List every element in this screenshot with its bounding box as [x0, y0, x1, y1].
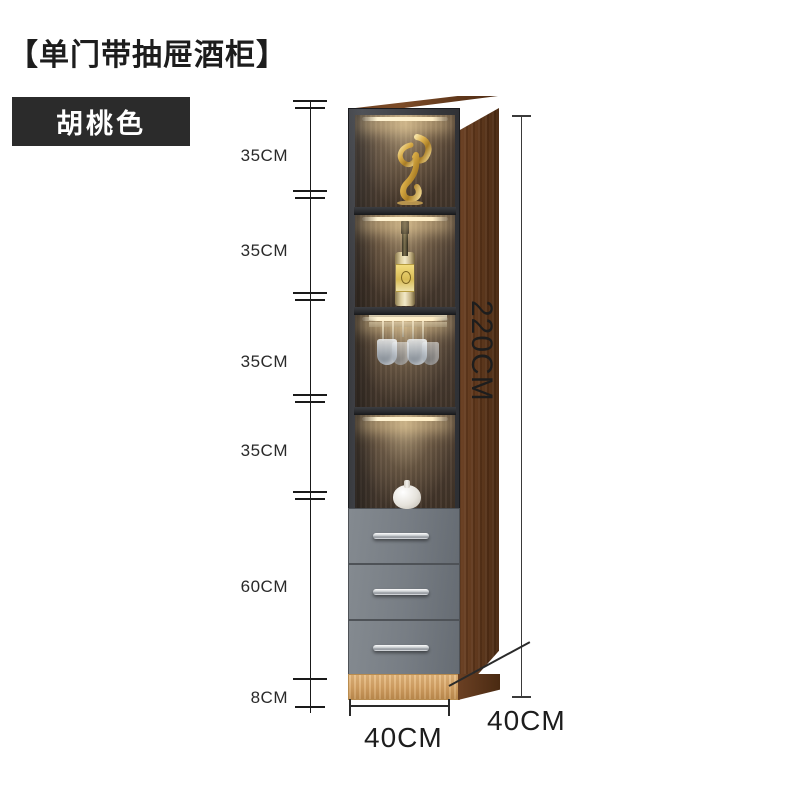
depth-dimension-line — [448, 641, 531, 708]
segment-label-drawers: 60CM — [240, 577, 288, 596]
color-badge-label: 胡桃色 — [56, 109, 146, 139]
ruler-tick — [293, 100, 327, 102]
drawer-handle-icon[interactable] — [373, 645, 429, 651]
height-dimension-line — [512, 115, 531, 698]
ruler-tick — [295, 401, 325, 403]
wine-glass-rack-decor — [369, 315, 447, 387]
bay-vase — [355, 415, 455, 511]
led-strip-icon — [362, 117, 448, 121]
wine-bottle-decor — [395, 220, 415, 306]
wine-cabinet-illustration — [348, 96, 523, 713]
total-height-label: 220CM — [465, 300, 498, 402]
segment-label-shelf-2: 35CM — [240, 241, 288, 260]
bay-glass-rack — [355, 315, 455, 407]
led-strip-icon — [362, 417, 448, 421]
ruler-tick — [293, 190, 327, 192]
ruler-tick — [293, 394, 327, 396]
shelf-board — [354, 407, 456, 415]
segment-label-shelf-3: 35CM — [240, 352, 288, 371]
color-badge: 胡桃色 — [12, 97, 190, 146]
plinth-base — [348, 674, 460, 700]
ruler-tick — [295, 107, 325, 109]
cabinet-walnut-side-panel — [457, 108, 499, 698]
page-title: 【单门带抽屉酒柜】 — [8, 39, 287, 72]
ruler-tick — [295, 299, 325, 301]
drawer-bottom[interactable] — [348, 620, 460, 676]
ruler-tick — [293, 491, 327, 493]
shelf-board — [354, 207, 456, 215]
ruler-tick — [295, 197, 325, 199]
ceramic-vase-decor — [393, 479, 421, 509]
side-depth-label: 40CM — [487, 705, 566, 736]
width-dimension-line — [349, 699, 450, 716]
bay-top-display — [355, 115, 455, 207]
front-width-label: 40CM — [364, 722, 443, 753]
drawer-handle-icon[interactable] — [373, 589, 429, 595]
led-strip-icon — [362, 217, 448, 221]
ruler-tick — [295, 498, 325, 500]
segment-label-shelf-1: 35CM — [240, 146, 288, 165]
ruler-tick — [293, 292, 327, 294]
shelf-board — [354, 307, 456, 315]
bay-wine-bottle — [355, 215, 455, 307]
gold-sculpture-decor — [387, 131, 433, 206]
drawer-top[interactable] — [348, 508, 460, 564]
ruler-tick — [295, 706, 325, 708]
drawer-middle[interactable] — [348, 564, 460, 620]
ruler-axis-line — [310, 101, 311, 713]
segment-label-plinth: 8CM — [250, 688, 288, 707]
led-strip-icon — [362, 317, 448, 321]
drawer-handle-icon[interactable] — [373, 533, 429, 539]
ruler-tick — [293, 678, 327, 680]
segment-label-shelf-4: 35CM — [240, 441, 288, 460]
